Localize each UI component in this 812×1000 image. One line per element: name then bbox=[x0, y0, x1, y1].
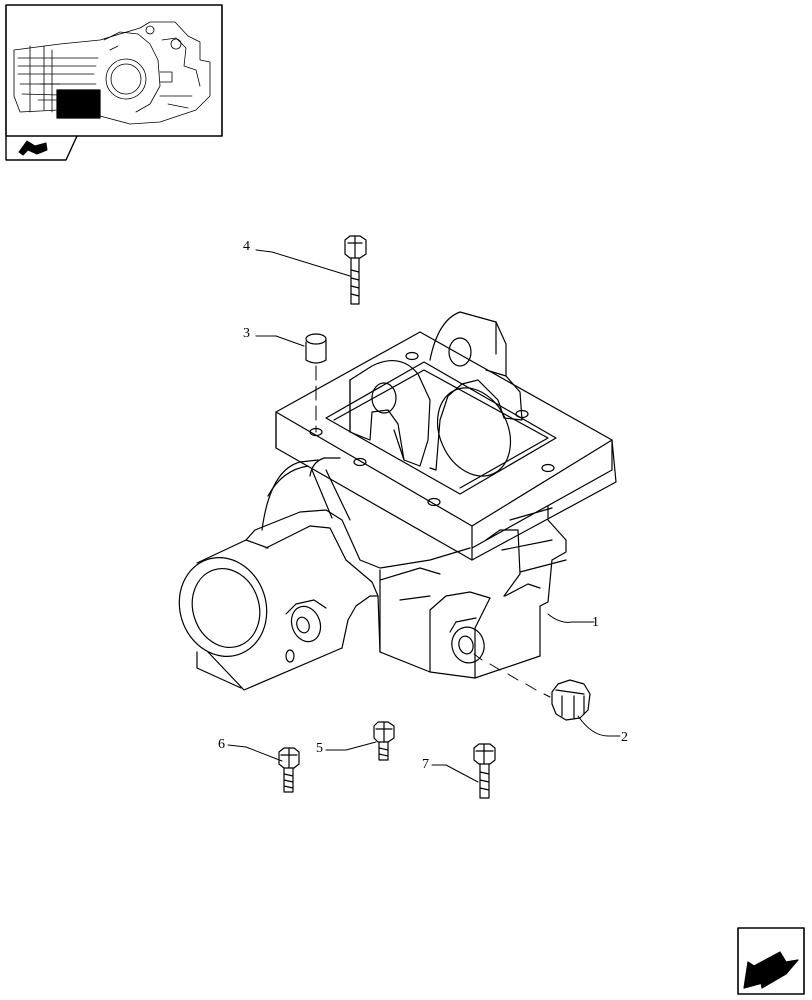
callout-4: 4 bbox=[243, 239, 250, 254]
leader-line-2 bbox=[577, 715, 621, 737]
callout-2: 2 bbox=[621, 730, 628, 745]
callout-5: 5 bbox=[316, 741, 323, 756]
callout-labels: 1 2 3 4 5 6 7 bbox=[218, 239, 628, 772]
plug-part-2 bbox=[473, 653, 591, 721]
callout-7: 7 bbox=[422, 757, 429, 772]
bolt-part-5 bbox=[373, 721, 395, 761]
housing-part-1 bbox=[178, 311, 617, 691]
bolt-part-4 bbox=[344, 235, 367, 305]
arrow-back-icon[interactable] bbox=[737, 927, 805, 995]
leader-line-4 bbox=[255, 249, 351, 277]
leader-line-3 bbox=[255, 335, 305, 347]
leader-lines bbox=[227, 249, 621, 783]
bolt-part-7 bbox=[473, 743, 496, 799]
overview-thumbnail-icon[interactable] bbox=[5, 4, 223, 137]
leader-line-7 bbox=[431, 764, 479, 783]
leader-line-5 bbox=[325, 741, 377, 751]
callout-6: 6 bbox=[218, 737, 225, 752]
leader-line-1 bbox=[547, 613, 595, 623]
leader-line-6 bbox=[227, 744, 283, 762]
callout-1: 1 bbox=[592, 615, 599, 630]
callout-3: 3 bbox=[243, 326, 250, 341]
dowel-pin-part-3 bbox=[305, 333, 327, 433]
book-icon[interactable] bbox=[5, 135, 78, 161]
bolt-part-6 bbox=[278, 747, 300, 793]
